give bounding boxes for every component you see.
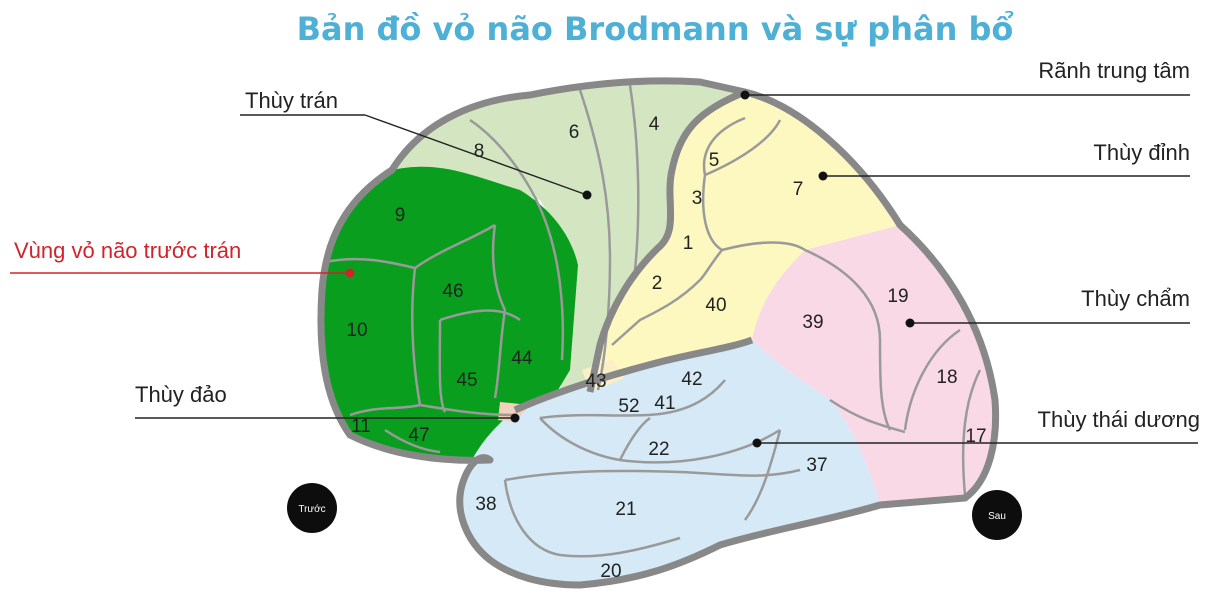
area-label: 10 [346,320,367,341]
area-label: 9 [395,205,406,226]
parietal-lobe-label: Thùy đỉnh [1093,140,1190,165]
page-title: Bản đồ vỏ não Brodmann và sự phân bổ [297,10,1014,48]
central-sulcus-line [586,88,747,393]
occipital-lobe-label: Thùy chẩm [1081,286,1190,311]
central-sulcus-dot [740,90,750,100]
lateral-fissure-line [513,336,754,414]
area-label: 52 [618,396,639,417]
occipital-lobe-region [752,225,996,505]
area-label: 44 [511,348,533,369]
insula-label: Thùy đảo [135,382,227,407]
area-label: 11 [351,416,371,437]
frontal-lobe-region [392,80,745,430]
back-badge-label: Sau [988,511,1006,522]
prefrontal-label: Vùng vỏ não trước trán [14,238,241,263]
area-label: 43 [585,371,606,392]
occipital-lobe-dot [905,318,915,328]
area-label: 21 [615,499,636,520]
area-label: 5 [709,150,720,171]
brain-outline [317,77,1000,589]
area-label: 17 [965,426,986,447]
prefrontal-region [320,166,578,461]
area-label: 6 [569,122,580,143]
area-label: 22 [648,439,669,460]
front-badge-label: Trước [298,504,325,515]
front-badge: Trước [287,483,337,533]
area-label: 3 [692,188,703,209]
area-label: 41 [654,393,675,414]
area-label: 2 [652,273,663,294]
prefrontal-dot [345,268,355,278]
area-label: 39 [802,312,823,333]
area-label: 18 [936,367,957,388]
parietal-lobe-region [590,92,900,392]
frontal-lobe-label: Thùy trán [245,88,338,113]
area-label: 1 [683,233,694,254]
frontal-lobe-leader [364,114,588,196]
back-badge: Sau [972,490,1022,540]
area-label: 7 [793,179,804,200]
parietal-lobe-dot [818,171,828,181]
area-label: 4 [649,114,660,135]
area-label: 19 [887,286,908,307]
area-label: 8 [474,141,485,162]
area-label: 20 [600,561,621,582]
area-labels: 1 2 3 4 5 6 7 8 9 10 11 17 18 19 20 21 2… [346,114,986,582]
area-label: 42 [681,369,702,390]
frontal-lobe-dot [582,190,592,200]
temporal-lobe-dot [752,438,762,448]
central-sulcus-label: Rãnh trung tâm [1038,58,1190,83]
insula-dot [510,413,520,423]
temporal-lobe-label: Thùy thái dương [1038,407,1200,432]
area-label: 40 [705,295,726,316]
area-label: 45 [456,370,477,391]
area-label: 47 [408,425,429,446]
region-borders [324,84,982,558]
area-label: 38 [475,494,496,515]
area-label: 46 [442,281,463,302]
area-label: 37 [806,455,827,476]
